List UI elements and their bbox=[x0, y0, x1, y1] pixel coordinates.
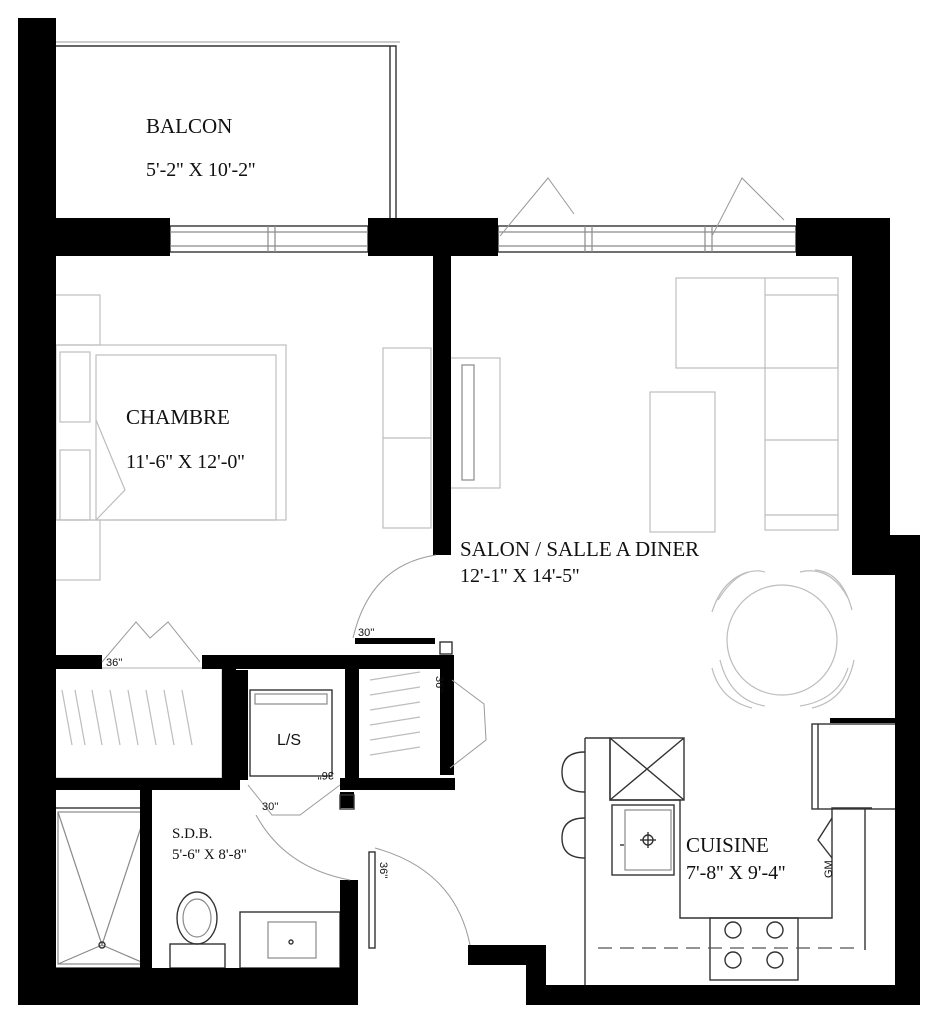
room-dims-cuisine: 7'-8'' X 9'-4'' bbox=[686, 862, 785, 884]
bar-stools bbox=[561, 751, 586, 859]
room-dims-sdb: 5'-6'' X 8'-8'' bbox=[172, 847, 247, 863]
shower bbox=[53, 807, 152, 969]
door-width-bathroom: 30'' bbox=[262, 801, 278, 813]
door-width-chambre-entry: 30'' bbox=[358, 627, 374, 639]
kitchen-counter bbox=[584, 723, 897, 985]
furniture bbox=[51, 41, 897, 985]
vanity bbox=[239, 911, 341, 969]
laundry-label: L/S bbox=[277, 732, 301, 749]
room-name-cuisine: CUISINE bbox=[686, 833, 769, 857]
balcon-label: BALCON 5'-2'' X 10'-2'' bbox=[146, 114, 255, 181]
dining-table bbox=[711, 569, 855, 709]
room-dims-balcon: 5'-2'' X 10'-2'' bbox=[146, 159, 255, 181]
closet-rod bbox=[51, 667, 223, 779]
tv-unit bbox=[449, 357, 501, 489]
hall-closet-rod bbox=[369, 671, 421, 756]
room-name-chambre: CHAMBRE bbox=[126, 405, 230, 429]
room-name-balcon: BALCON bbox=[146, 114, 232, 138]
dresser bbox=[382, 347, 432, 529]
room-dims-chambre: 11'-6'' X 12'-0'' bbox=[126, 451, 245, 473]
toilet bbox=[169, 891, 226, 969]
chambre-label: CHAMBRE 11'-6'' X 12'-0'' bbox=[126, 405, 245, 473]
room-dims-salon: 12'-1'' X 14'-5'' bbox=[460, 565, 579, 587]
sdb-label: S.D.B. 5'-6'' X 8'-8'' bbox=[172, 826, 247, 863]
door-width-hall-closet: 36'' bbox=[433, 676, 445, 692]
dishwasher-label: GM bbox=[823, 860, 835, 878]
washer-dryer bbox=[249, 689, 333, 777]
door-width-chambre-closet: 36'' bbox=[106, 657, 122, 669]
room-name-sdb: S.D.B. bbox=[172, 826, 212, 842]
salon-label: SALON / SALLE A DINER 12'-1'' X 14'-5'' bbox=[460, 537, 699, 587]
cuisine-label: CUISINE 7'-8'' X 9'-4'' bbox=[686, 833, 785, 884]
bed bbox=[51, 294, 287, 581]
door-width-laundry: 36'' bbox=[318, 769, 334, 781]
door-width-entry: 36'' bbox=[377, 862, 389, 878]
walls bbox=[18, 18, 920, 1005]
sofa bbox=[675, 277, 839, 531]
room-name-salon: SALON / SALLE A DINER bbox=[460, 537, 699, 561]
coffee-table bbox=[649, 391, 716, 533]
doors bbox=[101, 554, 487, 949]
